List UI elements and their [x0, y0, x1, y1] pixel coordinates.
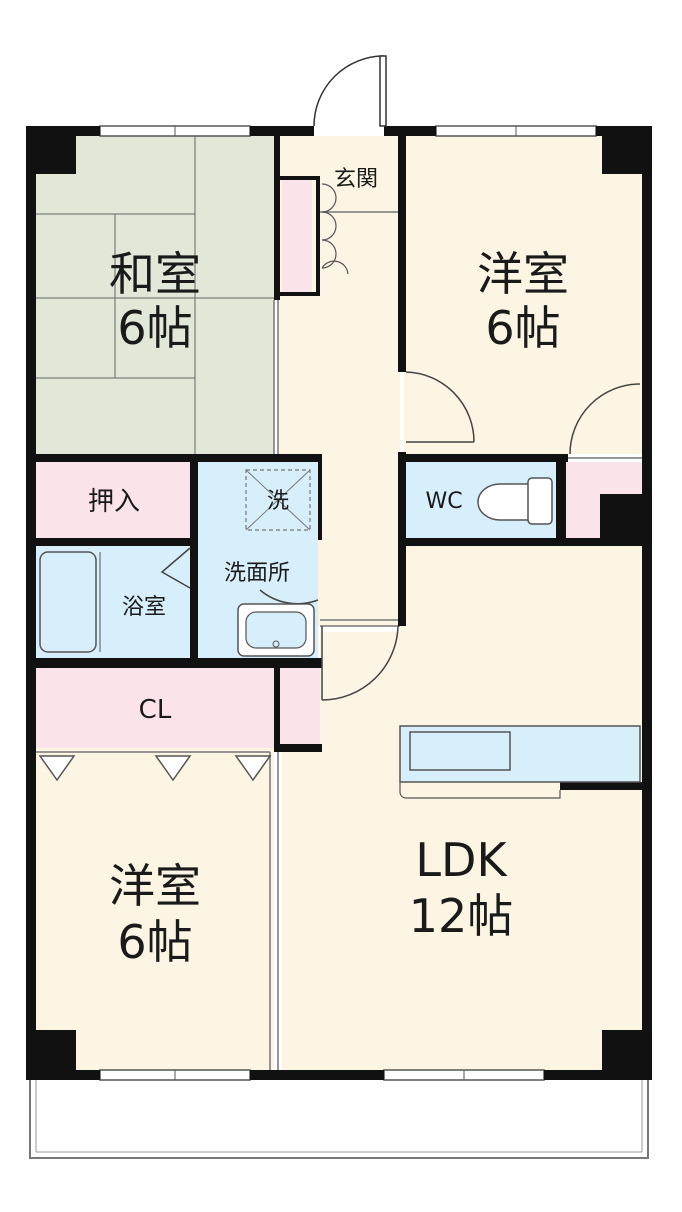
washer-diagonal — [245, 469, 311, 531]
genkan-label: 玄関 — [334, 167, 378, 192]
closet-label: CL — [139, 695, 172, 725]
ldk-size: 12帖 — [409, 889, 514, 943]
washbasin-drain — [272, 640, 280, 648]
walls — [26, 126, 652, 1080]
balcony — [29, 1077, 649, 1159]
washer-label: 洗 — [267, 489, 289, 514]
kitchen-sink — [409, 731, 511, 771]
yoshitsu-sw-area — [36, 748, 274, 1070]
ldk-name: LDK — [415, 833, 508, 887]
toilet-tank — [527, 477, 553, 525]
oshiire-area — [36, 462, 190, 538]
yoshitsu-ne-area — [404, 136, 642, 454]
washer-space — [245, 469, 311, 531]
yokushitsu-label: 浴室 — [122, 595, 166, 620]
kitchen-counter-edge — [399, 782, 561, 799]
shoe-storage-area — [282, 180, 312, 292]
closet-area — [36, 668, 274, 748]
interior-doors — [160, 371, 641, 701]
tatami-lines — [36, 136, 274, 454]
closet-doors — [38, 755, 272, 782]
bathtub — [39, 551, 97, 653]
yoshitsu-sw-size: 6帖 — [117, 915, 192, 969]
senmenjo-label: 洗面所 — [224, 561, 290, 586]
yoshitsu-ne-name: 洋室 — [477, 247, 569, 301]
washbasin-bowl — [245, 611, 307, 649]
yoshitsu-ne-size: 6帖 — [485, 301, 560, 355]
shoe-cabinet-doors — [321, 183, 349, 275]
washitsu-area — [36, 136, 274, 454]
yoshitsu-sw-name: 洋室 — [109, 859, 201, 913]
toilet-bowl — [477, 483, 531, 521]
small-storage-area — [280, 668, 320, 748]
ldk-area — [282, 546, 642, 1070]
entrance-door-leaf — [379, 55, 387, 127]
washitsu-size: 6帖 — [117, 301, 192, 355]
oshiire-label: 押入 — [88, 487, 140, 517]
wc-label: WC — [425, 489, 462, 514]
washitsu-name: 和室 — [109, 247, 201, 301]
window-mullions — [174, 126, 517, 1080]
entrance-door — [313, 55, 385, 127]
